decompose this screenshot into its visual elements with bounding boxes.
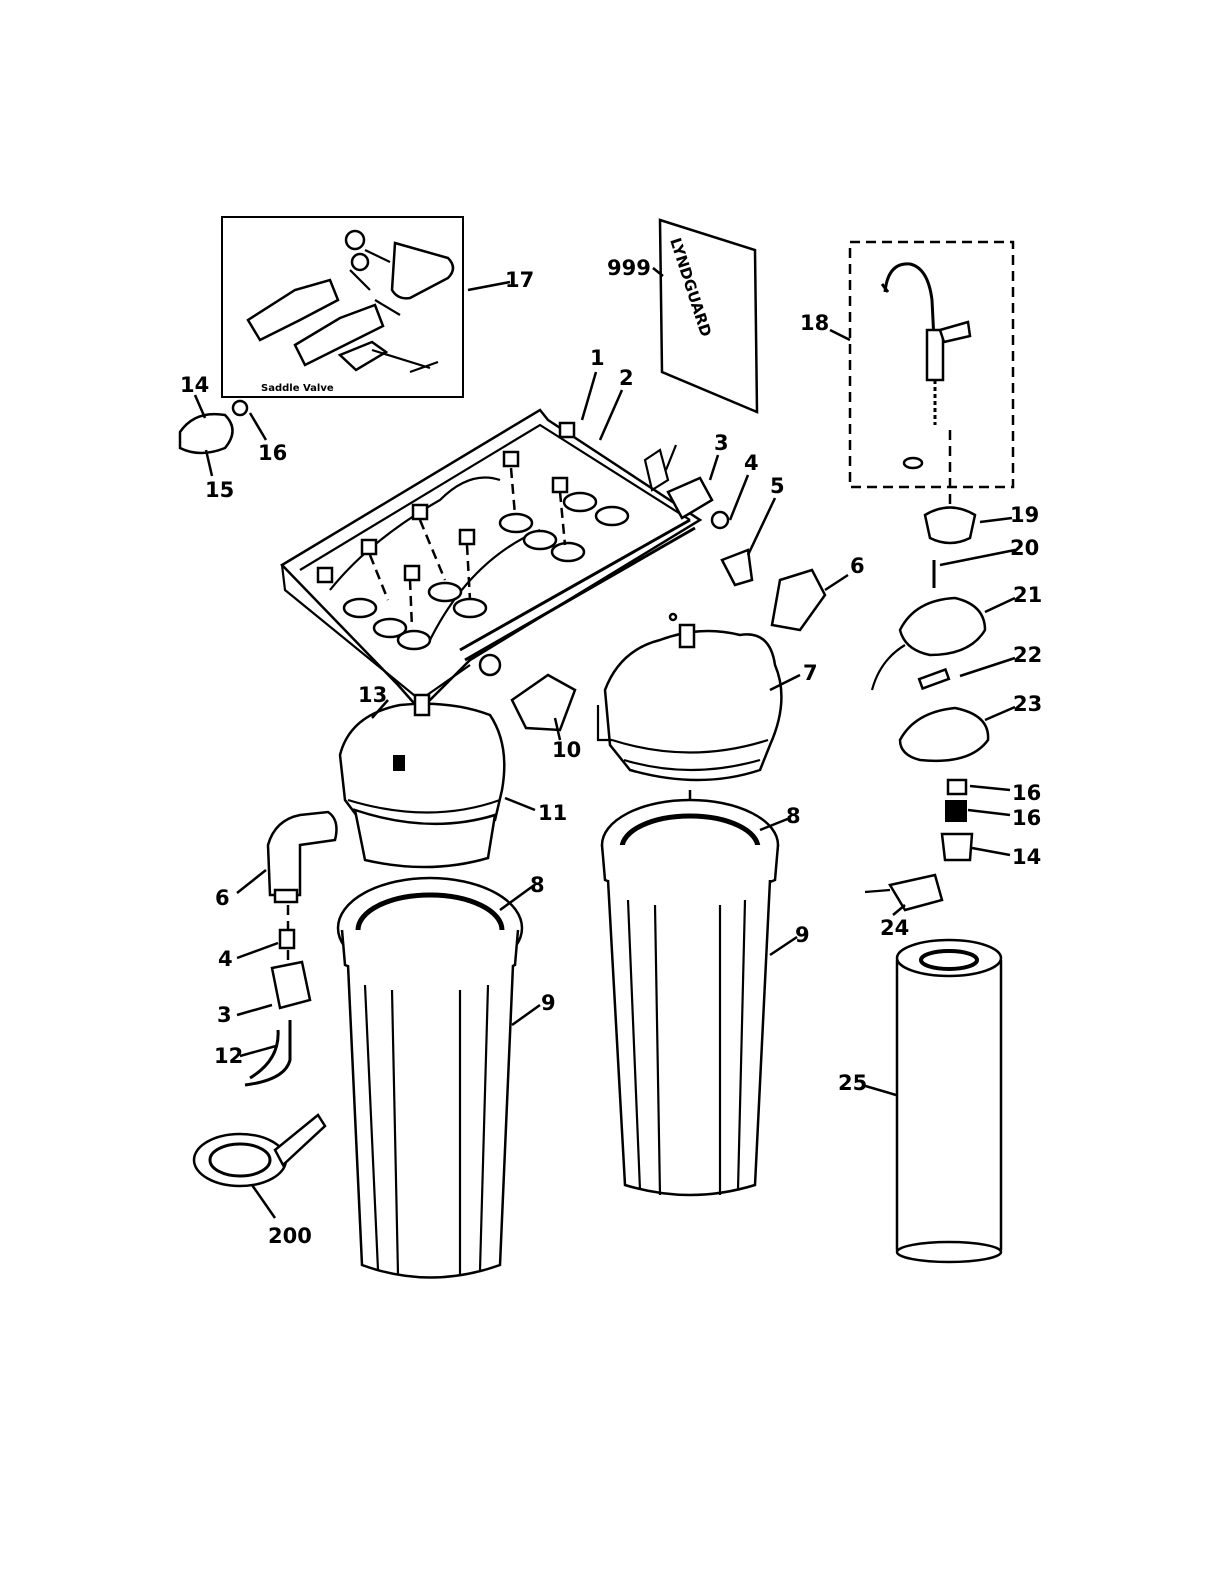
filter-cartridge	[897, 940, 1001, 1262]
label-part-4-top: 4	[744, 451, 759, 475]
label-part-16-right-top: 16	[1012, 781, 1041, 805]
label-part-21: 21	[1013, 583, 1042, 607]
faucet-base-parts	[865, 508, 988, 911]
label-part-13: 13	[358, 683, 387, 707]
label-part-5: 5	[770, 474, 785, 498]
label-part-24: 24	[880, 916, 909, 940]
label-part-1: 1	[590, 346, 605, 370]
label-part-14-left: 14	[180, 373, 209, 397]
label-part-999: 999	[607, 256, 651, 280]
label-part-9-left: 9	[541, 991, 556, 1015]
label-part-14-right: 14	[1012, 845, 1041, 869]
leader-lines	[195, 268, 1015, 1218]
label-part-15: 15	[205, 478, 234, 502]
label-part-8-right: 8	[786, 804, 801, 828]
label-part-19: 19	[1010, 503, 1039, 527]
label-part-6-right: 6	[850, 554, 865, 578]
housing-wrench	[194, 1115, 325, 1186]
right-filter-head	[598, 614, 781, 805]
label-part-16-right-bottom: 16	[1012, 806, 1041, 830]
label-part-6-left: 6	[215, 886, 230, 910]
label-part-3-left: 3	[217, 1003, 232, 1027]
label-part-23: 23	[1013, 692, 1042, 716]
label-part-18: 18	[800, 311, 829, 335]
label-part-3-top: 3	[714, 431, 729, 455]
label-part-11: 11	[538, 801, 567, 825]
faucet-inset	[850, 242, 1013, 505]
drain-saddle-parts	[180, 401, 247, 453]
right-filter-housing	[602, 800, 778, 1195]
inlet-elbow-assembly	[245, 812, 336, 1085]
label-part-7: 7	[803, 661, 818, 685]
saddle-valve-inset: Saddle Valve	[222, 217, 463, 397]
label-part-12: 12	[214, 1044, 243, 1068]
owners-manual: LYNDGUARD	[660, 220, 757, 412]
label-part-17: 17	[505, 268, 534, 292]
label-part-8-left: 8	[530, 873, 545, 897]
label-part-9-right: 9	[795, 923, 810, 947]
saddle-valve-caption: Saddle Valve	[261, 383, 334, 394]
label-part-10: 10	[552, 738, 581, 762]
label-part-4-left: 4	[218, 947, 233, 971]
left-filter-housing	[338, 878, 522, 1278]
label-part-16-left: 16	[258, 441, 287, 465]
label-part-2: 2	[619, 366, 634, 390]
label-part-20: 20	[1010, 536, 1039, 560]
label-part-22: 22	[1013, 643, 1042, 667]
label-part-200: 200	[268, 1224, 312, 1248]
label-part-25: 25	[838, 1071, 867, 1095]
